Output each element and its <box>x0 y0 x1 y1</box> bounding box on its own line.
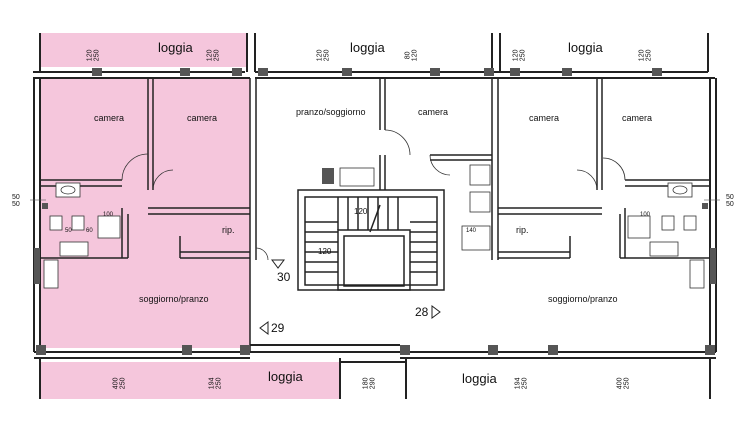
loggia-label-top-center: loggia <box>350 40 385 55</box>
door-swings <box>121 129 626 261</box>
loggia-label-top-left: loggia <box>158 40 193 55</box>
walls <box>33 33 717 399</box>
loggia-label-top-right: loggia <box>568 40 603 55</box>
highlighted-unit <box>40 33 340 399</box>
interior-walls <box>40 78 710 352</box>
stair-core <box>297 189 445 291</box>
room-label-camera-left-1: camera <box>94 113 125 123</box>
room-label-camera-left-2: camera <box>187 113 218 123</box>
room-label-rip-right: rip. <box>516 225 529 235</box>
unit-number-30: 30 <box>277 270 291 284</box>
window-blocks <box>34 68 716 355</box>
dimension-small-100-left: 100 <box>103 212 114 218</box>
unit-number-29: 29 <box>271 321 285 335</box>
loggia-label-bottom-right: loggia <box>462 371 497 386</box>
room-label-rip-left: rip. <box>222 225 235 235</box>
room-label-camera-center: camera <box>418 107 449 117</box>
dimension-stair-b: 120 <box>318 247 332 256</box>
room-label-camera-right-1: camera <box>529 113 560 123</box>
room-label-soggiorno-right: soggiorno/pranzo <box>548 294 618 304</box>
dimension-small-60: 60 <box>86 228 93 234</box>
dimension-stair-a: 120 <box>354 207 368 216</box>
dimension-small-100-right: 100 <box>640 212 651 218</box>
loggia-label-bottom-left: loggia <box>268 369 303 384</box>
room-label-soggiorno-left: soggiorno/pranzo <box>139 294 209 304</box>
fixtures <box>43 164 705 289</box>
room-label-camera-right-2: camera <box>622 113 653 123</box>
unit-number-28: 28 <box>415 305 429 319</box>
room-label-pranzo-soggiorno: pranzo/soggiorno <box>296 107 366 117</box>
dimension-stair-c: 140 <box>466 228 477 234</box>
unit-arrows <box>259 259 441 335</box>
dimension-small-50: 50 <box>65 228 72 234</box>
